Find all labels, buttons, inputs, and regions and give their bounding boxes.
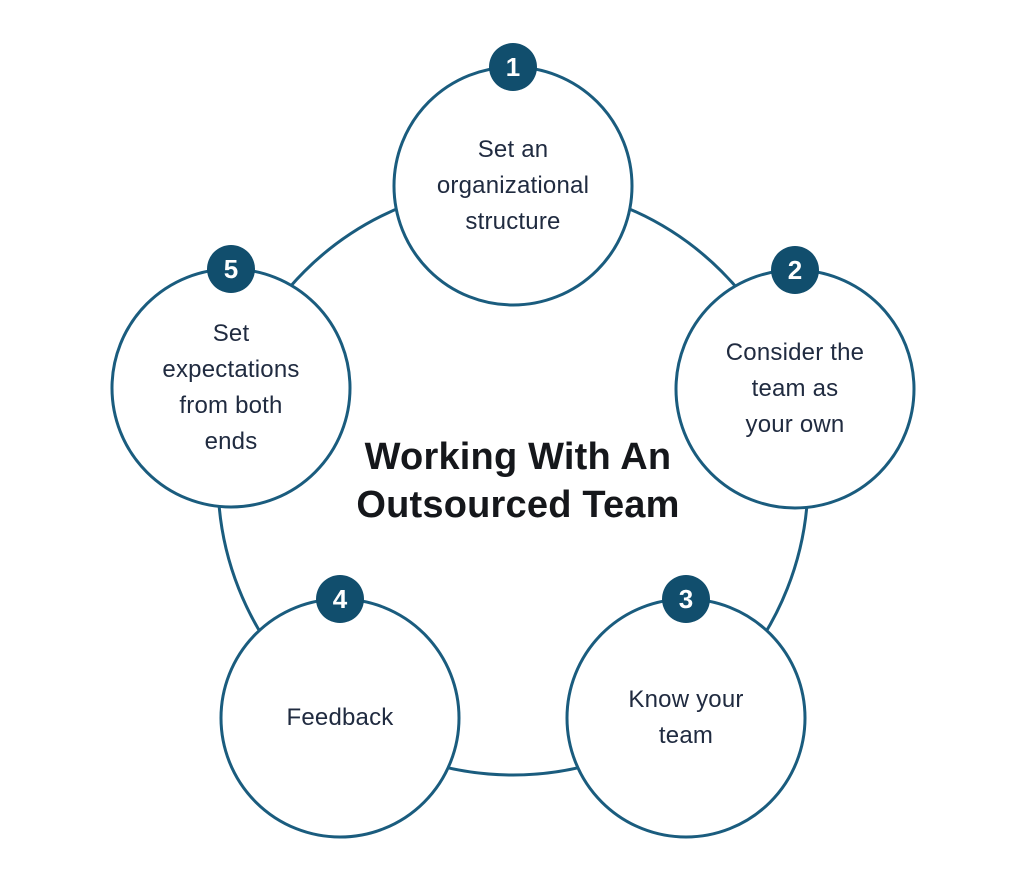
step-number-3: 3 [678,583,694,614]
step-badge-3: 3 [662,575,710,623]
node-label-5: Set expectations from both ends [162,320,300,455]
diagram-title: Working With An Outsourced Team [356,436,680,526]
step-number-4: 4 [332,583,348,614]
step-badge-5: 5 [207,245,255,293]
node-label-4: Feedback [286,704,394,731]
step-number-2: 2 [787,254,803,285]
step-badge-4: 4 [316,575,364,623]
node-label-2: Consider the team as your own [725,339,865,438]
step-badge-2: 2 [771,246,819,294]
node-label-1: Set an organizational structure [436,136,590,235]
step-number-1: 1 [505,51,521,82]
step-number-5: 5 [223,253,239,284]
step-badge-1: 1 [489,43,537,91]
node-label-3: Know your team [628,686,744,749]
